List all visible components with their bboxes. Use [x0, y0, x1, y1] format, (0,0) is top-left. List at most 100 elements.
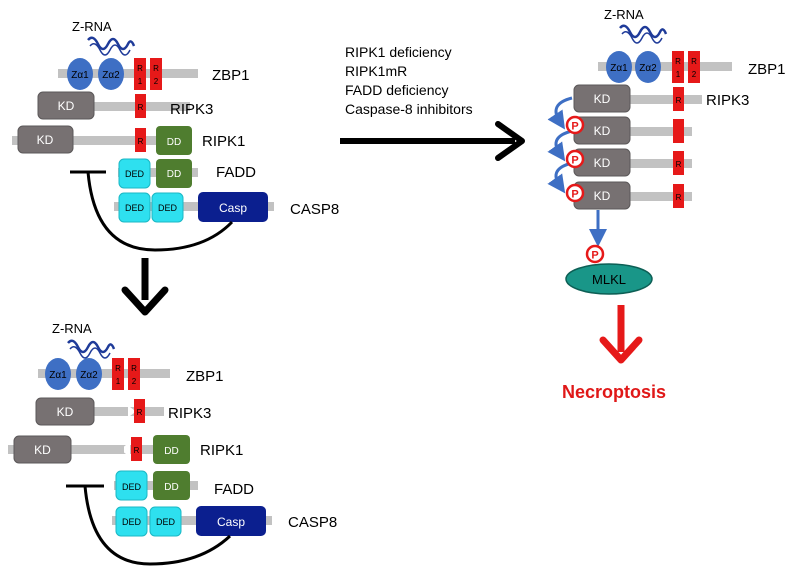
ripk3-backbone [40, 102, 190, 111]
fadd-dd [156, 159, 192, 188]
za1-domain [67, 58, 93, 90]
ripk1-label: RIPK1 [202, 133, 245, 150]
zbp1-label-2: ZBP1 [186, 368, 224, 385]
ripk3-kd-2 [35, 397, 95, 426]
ripk3-backbone-3b [580, 127, 692, 136]
svg-text:KD: KD [594, 189, 611, 203]
svg-text:R: R [137, 408, 143, 417]
ripk1-dd-2 [153, 435, 190, 464]
zbp1-backbone [58, 69, 198, 78]
inhibition-curve-2 [83, 485, 232, 566]
svg-text:DD: DD [164, 446, 178, 457]
ripk3-rhim-3c [673, 151, 684, 175]
casp8-ded1-2 [115, 506, 148, 537]
phospho-marker-1: P [565, 115, 585, 135]
ripk3-rhim-3d [673, 184, 684, 208]
ripk3-rhim-3a [673, 87, 684, 111]
zbp1-backbone-2 [38, 369, 170, 378]
ripk3-backbone-3d [580, 192, 692, 201]
casp8-ded2-2 [149, 506, 182, 537]
ripk1-backbone [12, 136, 192, 145]
za1-domain-2 [45, 358, 71, 390]
rhim1-zbp1-3 [672, 51, 684, 83]
ripk3-backbone-2b [144, 407, 164, 416]
svg-text:R: R [115, 364, 121, 373]
svg-text:1: 1 [116, 377, 121, 386]
svg-text:R: R [138, 103, 144, 112]
svg-text:Zα1: Zα1 [71, 70, 89, 81]
svg-text:DED: DED [156, 517, 176, 527]
zbp1-label: ZBP1 [212, 67, 250, 84]
casp8-backbone [114, 202, 274, 211]
svg-text:Zα2: Zα2 [80, 370, 98, 381]
right-arrow [340, 121, 525, 161]
svg-text:R: R [153, 64, 159, 73]
zbp1-label-3: ZBP1 [748, 61, 786, 78]
svg-text:DED: DED [125, 203, 145, 213]
down-arrow [121, 258, 169, 316]
svg-text:DD: DD [167, 137, 181, 148]
condition-1: RIPK1 deficiency [345, 44, 452, 60]
ripk3-label-3: RIPK3 [706, 92, 749, 109]
fadd-ded [118, 158, 151, 189]
svg-text:R: R [676, 96, 682, 105]
ripk3-label-2: RIPK3 [168, 405, 211, 422]
svg-text:R: R [676, 193, 682, 202]
ripk3-kd-3a [573, 84, 631, 113]
rhim1-zbp1 [134, 58, 146, 90]
zrna-label: Z-RNA [72, 19, 112, 34]
casp8-casp-domain [198, 192, 268, 222]
ripk1-dd [156, 126, 192, 155]
svg-text:KD: KD [34, 443, 51, 457]
condition-3: FADD deficiency [345, 82, 448, 98]
ripk1-kd [17, 125, 74, 154]
svg-text:KD: KD [594, 124, 611, 138]
ripk1-backbone-2b [130, 445, 160, 454]
panel-right: Z-RNA Zα1 Zα2 R 1 R 2 ZBP1 KD R RIPK3 KD… [547, 7, 786, 402]
ripk1-label-2: RIPK1 [200, 442, 243, 459]
condition-2: RIPK1mR [345, 63, 407, 79]
fadd-dd-2 [153, 471, 190, 500]
svg-text:R: R [675, 57, 681, 66]
phospho-marker-3: P [565, 183, 585, 203]
svg-text:KD: KD [594, 156, 611, 170]
svg-text:P: P [571, 121, 578, 133]
rhim2-zbp1-2 [128, 358, 140, 390]
rhim2-zbp1 [150, 58, 162, 90]
zrna-label-2: Z-RNA [52, 321, 92, 336]
zrna-label-3: Z-RNA [604, 7, 644, 22]
svg-text:P: P [591, 250, 598, 262]
svg-text:1: 1 [138, 77, 143, 86]
autophospho-arrow-2 [547, 129, 573, 162]
ripk1-rhim-2 [131, 437, 142, 461]
panel-top-left: Z-RNA Zα1 Zα2 R 1 R 2 ZBP1 KD R RIPK3 KD… [12, 19, 339, 252]
ripk3-kd [37, 91, 95, 120]
svg-text:DD: DD [164, 482, 178, 493]
svg-text:Zα2: Zα2 [639, 63, 657, 74]
svg-text:Casp: Casp [219, 201, 247, 215]
svg-text:P: P [571, 155, 578, 167]
svg-text:KD: KD [37, 133, 54, 147]
conditions-list: RIPK1 deficiency RIPK1mR FADD deficiency… [345, 44, 473, 117]
panel-bottom-left: Z-RNA Zα1 Zα2 R 1 R 2 ZBP1 KD R RIPK3 KD… [8, 321, 337, 566]
svg-text:KD: KD [58, 99, 75, 113]
svg-text:Zα1: Zα1 [610, 63, 628, 74]
phospho-marker-2: P [565, 149, 585, 169]
svg-text:DD: DD [167, 169, 181, 180]
rhim2-zbp1-3 [688, 51, 700, 83]
za2-domain-2 [76, 358, 102, 390]
mlkl-protein [565, 263, 653, 295]
za2-domain-3 [635, 51, 661, 83]
necroptosis-label: Necroptosis [562, 382, 666, 402]
casp8-label-2: CASP8 [288, 514, 337, 531]
za1-domain-3 [606, 51, 632, 83]
ripk1-rhim [135, 128, 146, 152]
svg-text:2: 2 [154, 77, 159, 86]
ripk3-backbone-3a [580, 95, 702, 104]
casp8-label: CASP8 [290, 201, 339, 218]
casp8-ded2 [151, 192, 184, 223]
ripk1-kd-2 [13, 435, 72, 464]
phospho-marker-mlkl: P [585, 244, 605, 264]
condition-4: Caspase-8 inhibitors [345, 101, 473, 117]
